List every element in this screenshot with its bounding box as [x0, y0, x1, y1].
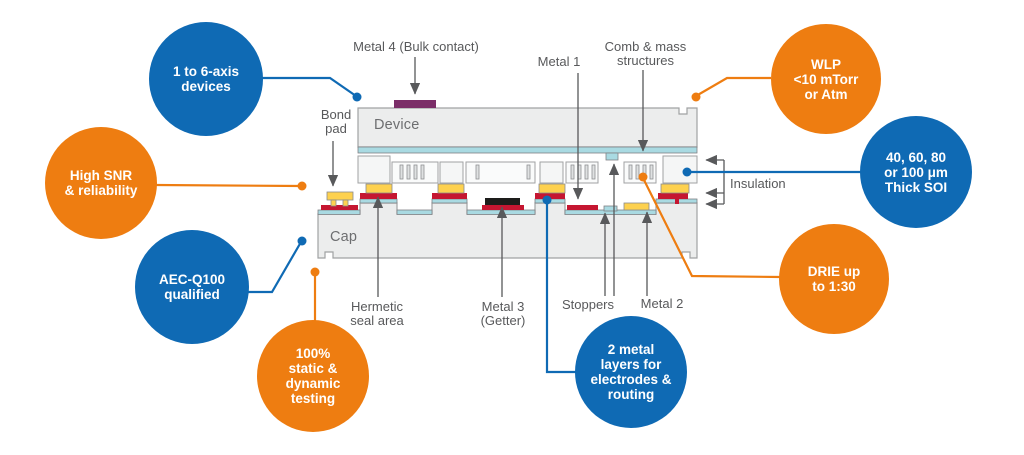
metal-trace: [360, 193, 397, 199]
bubble-high-snr: High SNR & reliability: [45, 127, 157, 239]
label-metal1: Metal 1: [537, 54, 581, 69]
bubble-thick-soi: 40, 60, 80 or 100 μm Thick SOI: [860, 116, 972, 228]
anchor-pad: [660, 183, 690, 194]
label-stoppers: Stoppers: [561, 297, 615, 312]
soi-anchor: [439, 161, 464, 184]
cap-wafer: [317, 183, 698, 259]
label-comb: Comb & mass structures: [604, 39, 687, 68]
stopper-bump-cap: [603, 205, 618, 212]
anchor-pad: [538, 183, 566, 194]
stopper-bump-top: [605, 152, 619, 161]
metal4-strip: [394, 100, 436, 108]
connector-drie: [642, 177, 781, 279]
device-wafer: [357, 100, 698, 184]
seal-pad: [365, 183, 393, 194]
metal-trace: [567, 205, 598, 210]
metal-via: [675, 199, 679, 204]
bubble-drie: DRIE up to 1:30: [779, 224, 889, 334]
bubble-1-to-6-axis-devices: 1 to 6-axis devices: [149, 22, 263, 136]
label-device: Device: [374, 117, 420, 133]
bubble-2-metal-layers: 2 metal layers for electrodes & routing: [575, 316, 687, 428]
metal-trace: [432, 193, 467, 199]
connector-wlp: [695, 76, 771, 97]
label-metal4: Metal 4 (Bulk contact): [353, 39, 479, 54]
bond-pad-shape: [326, 191, 354, 207]
oxide-layer: [317, 209, 361, 215]
getter-strip: [485, 198, 520, 205]
oxide-layer: [431, 198, 468, 204]
label-hermetic: Hermetic seal area: [350, 299, 404, 328]
anchor-pad: [437, 183, 465, 194]
label-metal3: Metal 3 (Getter): [480, 299, 526, 328]
connector-snr: [155, 183, 301, 188]
connector-metal-layers: [545, 200, 577, 374]
bubble-aec-q100: AEC-Q100 qualified: [135, 230, 249, 344]
connector-axes: [262, 76, 357, 97]
label-metal2: Metal 2: [640, 296, 684, 311]
pointer-lines: [327, 57, 725, 297]
oxide-layer: [396, 209, 433, 215]
label-cap: Cap: [330, 229, 358, 245]
soi-anchor: [357, 155, 391, 184]
buried-oxide: [357, 146, 698, 154]
metal-trace: [321, 205, 358, 210]
metal2-pad: [623, 202, 650, 211]
metal-trace: [482, 205, 524, 210]
bubble-100-testing: 100% static & dynamic testing: [257, 320, 369, 432]
soi-anchor: [662, 155, 698, 184]
metal-trace: [535, 193, 565, 199]
bubble-wlp-pressure: WLP <10 mTorr or Atm: [771, 24, 881, 134]
metal-trace: [658, 193, 688, 199]
bubble-connectors: [155, 76, 861, 374]
connector-dots: [297, 92, 701, 277]
soi-anchor: [539, 161, 564, 184]
label-insulation: Insulation: [730, 176, 786, 191]
label-bond-pad: Bond pad: [320, 107, 352, 136]
comb-mass-blocks: [391, 161, 657, 184]
oxide-layer: [466, 209, 536, 215]
connector-aec: [247, 241, 302, 294]
